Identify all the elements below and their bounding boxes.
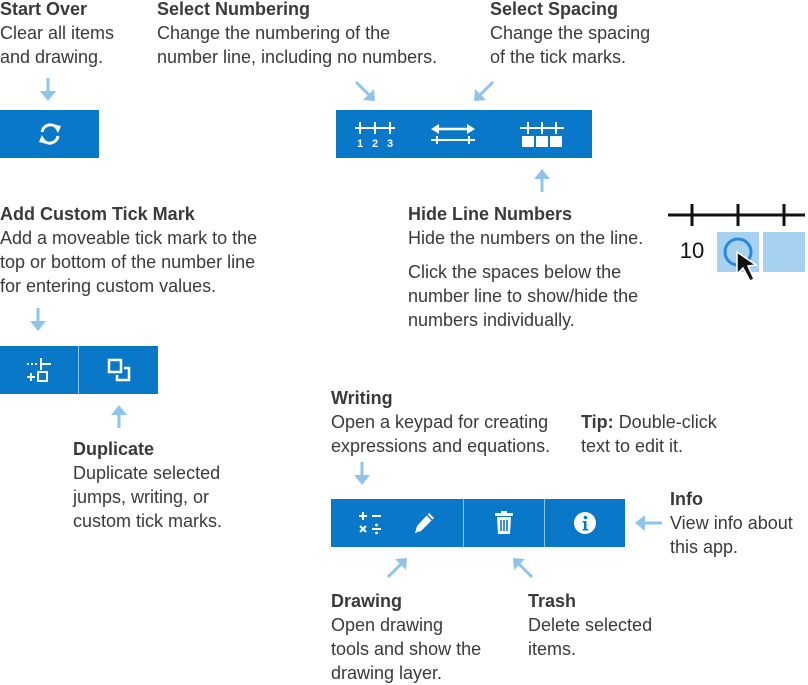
toolbar-divider	[463, 499, 464, 547]
arrow-left-icon	[635, 515, 662, 531]
info-desc-2: this app.	[670, 537, 739, 557]
info-icon	[574, 512, 596, 534]
number-cell-hidden-2[interactable]	[763, 232, 805, 272]
duplicate-button[interactable]	[79, 346, 158, 394]
start-over-title: Start Over	[0, 0, 88, 19]
arrow-down-icon	[40, 78, 56, 101]
duplicate-desc-2: jumps, writing, or	[73, 487, 210, 507]
hidden-numbers-icon	[520, 122, 564, 147]
info-title: Info	[670, 489, 703, 509]
add-tick-icon	[27, 358, 51, 382]
duplicate-desc-1: Duplicate selected	[73, 463, 221, 483]
arrow-down-right-icon	[354, 80, 375, 101]
select-spacing-callout: Select Spacing Change the spacing of the…	[490, 0, 650, 69]
keypad-operators-icon	[359, 512, 381, 535]
cursor-icon	[736, 250, 759, 282]
select-numbering-desc-2: number line, including no numbers.	[157, 47, 438, 67]
duplicate-desc-3: custom tick marks.	[73, 511, 223, 531]
trash-button[interactable]	[464, 499, 544, 547]
add-custom-tick-title: Add Custom Tick Mark	[0, 204, 195, 224]
writing-button[interactable]	[331, 499, 397, 547]
drawing-button[interactable]	[397, 499, 463, 547]
tip-text-2: text to edit it.	[581, 436, 684, 456]
info-desc-1: View info about	[670, 513, 793, 533]
hide-line-numbers-desc-2: Click the spaces below the	[408, 262, 622, 282]
arrow-down-icon	[354, 462, 370, 485]
duplicate-callout: Duplicate Duplicate selected jumps, writ…	[73, 437, 222, 533]
select-numbering-title: Select Numbering	[157, 0, 311, 19]
hide-line-numbers-title: Hide Line Numbers	[408, 204, 573, 224]
select-spacing-button[interactable]	[414, 110, 492, 158]
duplicate-title: Duplicate	[73, 439, 155, 459]
trash-title: Trash	[528, 591, 577, 611]
main-toolbar	[331, 499, 625, 547]
arrow-up-icon	[534, 169, 550, 192]
drawing-desc-3: drawing layer.	[331, 663, 443, 683]
numbering-icon-label-3: 3	[387, 138, 393, 149]
numbered-line-icon: 1 2 3	[355, 122, 395, 149]
add-custom-tick-desc-2: top or bottom of the number line	[0, 252, 256, 272]
toolbar-divider	[544, 499, 545, 547]
add-custom-tick-button[interactable]	[0, 346, 78, 394]
numbering-icon-label-1: 1	[357, 138, 363, 149]
writing-callout: Writing Open a keypad for creating expre…	[331, 386, 550, 458]
trash-desc-1: Delete selected	[528, 615, 653, 635]
select-spacing-desc-1: Change the spacing	[490, 23, 651, 43]
start-over-toolbar	[0, 110, 99, 158]
hide-line-numbers-desc-3: number line to show/hide the	[408, 286, 639, 306]
info-button[interactable]	[545, 499, 625, 547]
trash-desc-2: items.	[528, 639, 577, 659]
hide-line-numbers-desc-1: Hide the numbers on the line.	[408, 228, 644, 248]
hide-line-numbers-callout: Hide Line Numbers Hide the numbers on th…	[408, 202, 643, 332]
writing-desc-2: expressions and equations.	[331, 436, 551, 456]
select-numbering-callout: Select Numbering Change the numbering of…	[157, 0, 437, 69]
writing-title: Writing	[331, 388, 393, 408]
start-over-button[interactable]	[0, 110, 99, 158]
duplicate-icon	[107, 358, 130, 382]
tip-callout: Tip: Double-click text to edit it.	[581, 410, 717, 458]
start-over-desc-1: Clear all items	[0, 23, 115, 43]
arrow-up-icon	[111, 405, 127, 428]
tip-text-1: Double-click	[618, 412, 717, 432]
number-line-example: 10	[668, 204, 805, 282]
arrow-down-left-icon	[474, 80, 495, 101]
select-spacing-title: Select Spacing	[490, 0, 619, 19]
drawing-callout: Drawing Open drawing tools and show the …	[331, 589, 481, 685]
hide-line-numbers-button[interactable]	[492, 110, 592, 158]
info-callout: Info View info about this app.	[670, 487, 793, 559]
tip-label: Tip:	[581, 412, 614, 432]
drawing-desc-1: Open drawing	[331, 615, 444, 635]
trash-callout: Trash Delete selected items.	[528, 589, 652, 661]
add-custom-tick-desc-1: Add a moveable tick mark to the	[0, 228, 258, 248]
arrow-up-right-icon	[386, 558, 407, 579]
select-spacing-desc-2: of the tick marks.	[490, 47, 627, 67]
arrow-up-left-icon	[513, 558, 534, 579]
hide-line-numbers-desc-4: numbers individually.	[408, 310, 575, 330]
add-custom-tick-callout: Add Custom Tick Mark Add a moveable tick…	[0, 202, 257, 298]
add-custom-tick-desc-3: for entering custom values.	[0, 276, 217, 296]
spacing-arrows-icon	[431, 124, 475, 144]
tick-duplicate-toolbar	[0, 346, 158, 394]
toolbar-divider	[78, 346, 79, 394]
writing-desc-1: Open a keypad for creating	[331, 412, 549, 432]
arrow-down-icon	[30, 308, 46, 331]
number-line-toolbar: 1 2 3	[336, 110, 592, 158]
number-line-value: 10	[680, 238, 704, 263]
select-numbering-button[interactable]: 1 2 3	[336, 110, 414, 158]
start-over-desc-2: and drawing.	[0, 47, 104, 67]
numbering-icon-label-2: 2	[372, 138, 378, 149]
select-numbering-desc-1: Change the numbering of the	[157, 23, 391, 43]
drawing-title: Drawing	[331, 591, 403, 611]
refresh-icon	[38, 123, 61, 145]
drawing-desc-2: tools and show the	[331, 639, 482, 659]
start-over-callout: Start Over Clear all items and drawing.	[0, 0, 114, 69]
pencil-icon	[415, 513, 434, 533]
trash-icon	[495, 511, 513, 534]
